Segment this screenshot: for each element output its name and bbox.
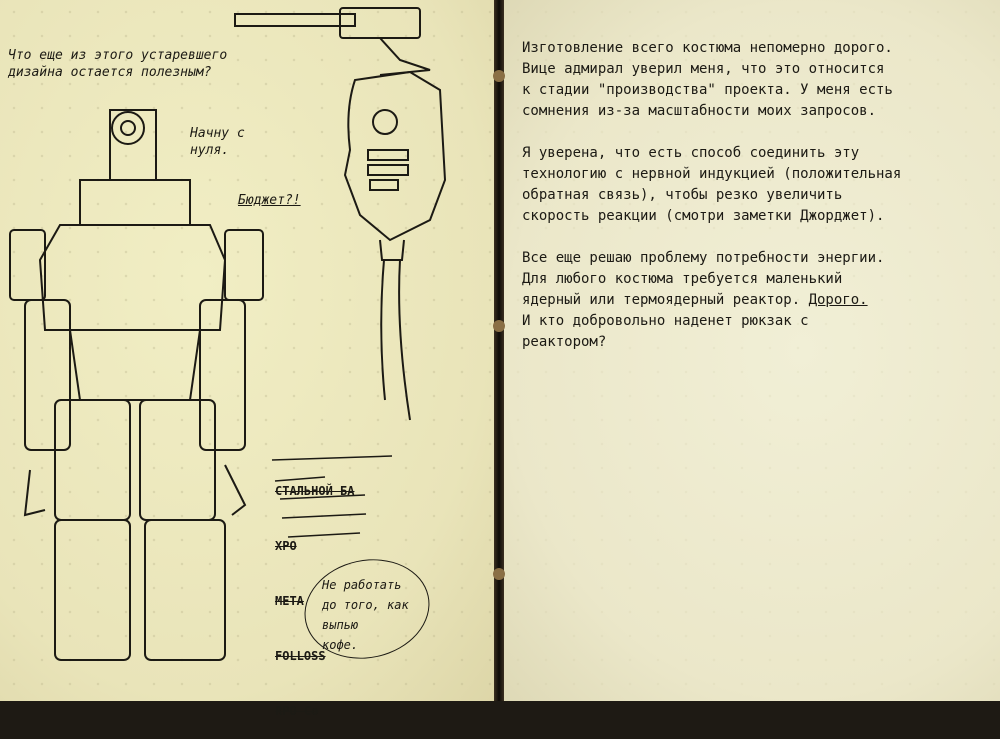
arm-cannon-sketch	[234, 7, 447, 421]
question-note: Что еще из этого устаревшего дизайна ост…	[8, 48, 228, 80]
energy-text: Все еще решаю проблему потребности энерг…	[522, 250, 885, 308]
binding-knot	[493, 320, 505, 332]
book-spine	[494, 0, 504, 701]
journal-text: Изготовление всего костюма непомерно дор…	[522, 38, 982, 374]
binding-knot	[493, 568, 505, 580]
expensive-underlined: Дорого.	[808, 292, 868, 308]
robot-suit-sketch	[9, 109, 264, 661]
crossed-out-item: СТАЛЬНОЙ БА	[275, 484, 355, 498]
mech-suit-sketch	[9, 7, 447, 661]
paragraph-cost: Изготовление всего костюма непомерно дор…	[522, 40, 893, 119]
crossed-out-item: XPO	[275, 539, 297, 553]
crossed-out-item: RPO Co	[275, 704, 319, 718]
crossed-out-item: МЕТА	[275, 594, 304, 608]
start-over-note: Начну с нуля.	[190, 126, 245, 158]
right-page	[504, 0, 1000, 701]
energy-text-end: И кто добровольно наденет рюкзак с реакт…	[522, 313, 809, 350]
strikethrough-lines	[271, 455, 393, 538]
paragraph-energy: Все еще решаю проблему потребности энерг…	[522, 248, 982, 353]
left-page	[0, 0, 494, 701]
budget-note: Бюджет?!	[238, 193, 301, 208]
crossed-out-item: FOLLOSS	[275, 649, 326, 663]
binding-knot	[493, 70, 505, 82]
paragraph-neural: Я уверена, что есть способ соединить эту…	[522, 145, 902, 224]
coffee-note: Не работать до того, как выпью кофе.	[322, 578, 409, 652]
